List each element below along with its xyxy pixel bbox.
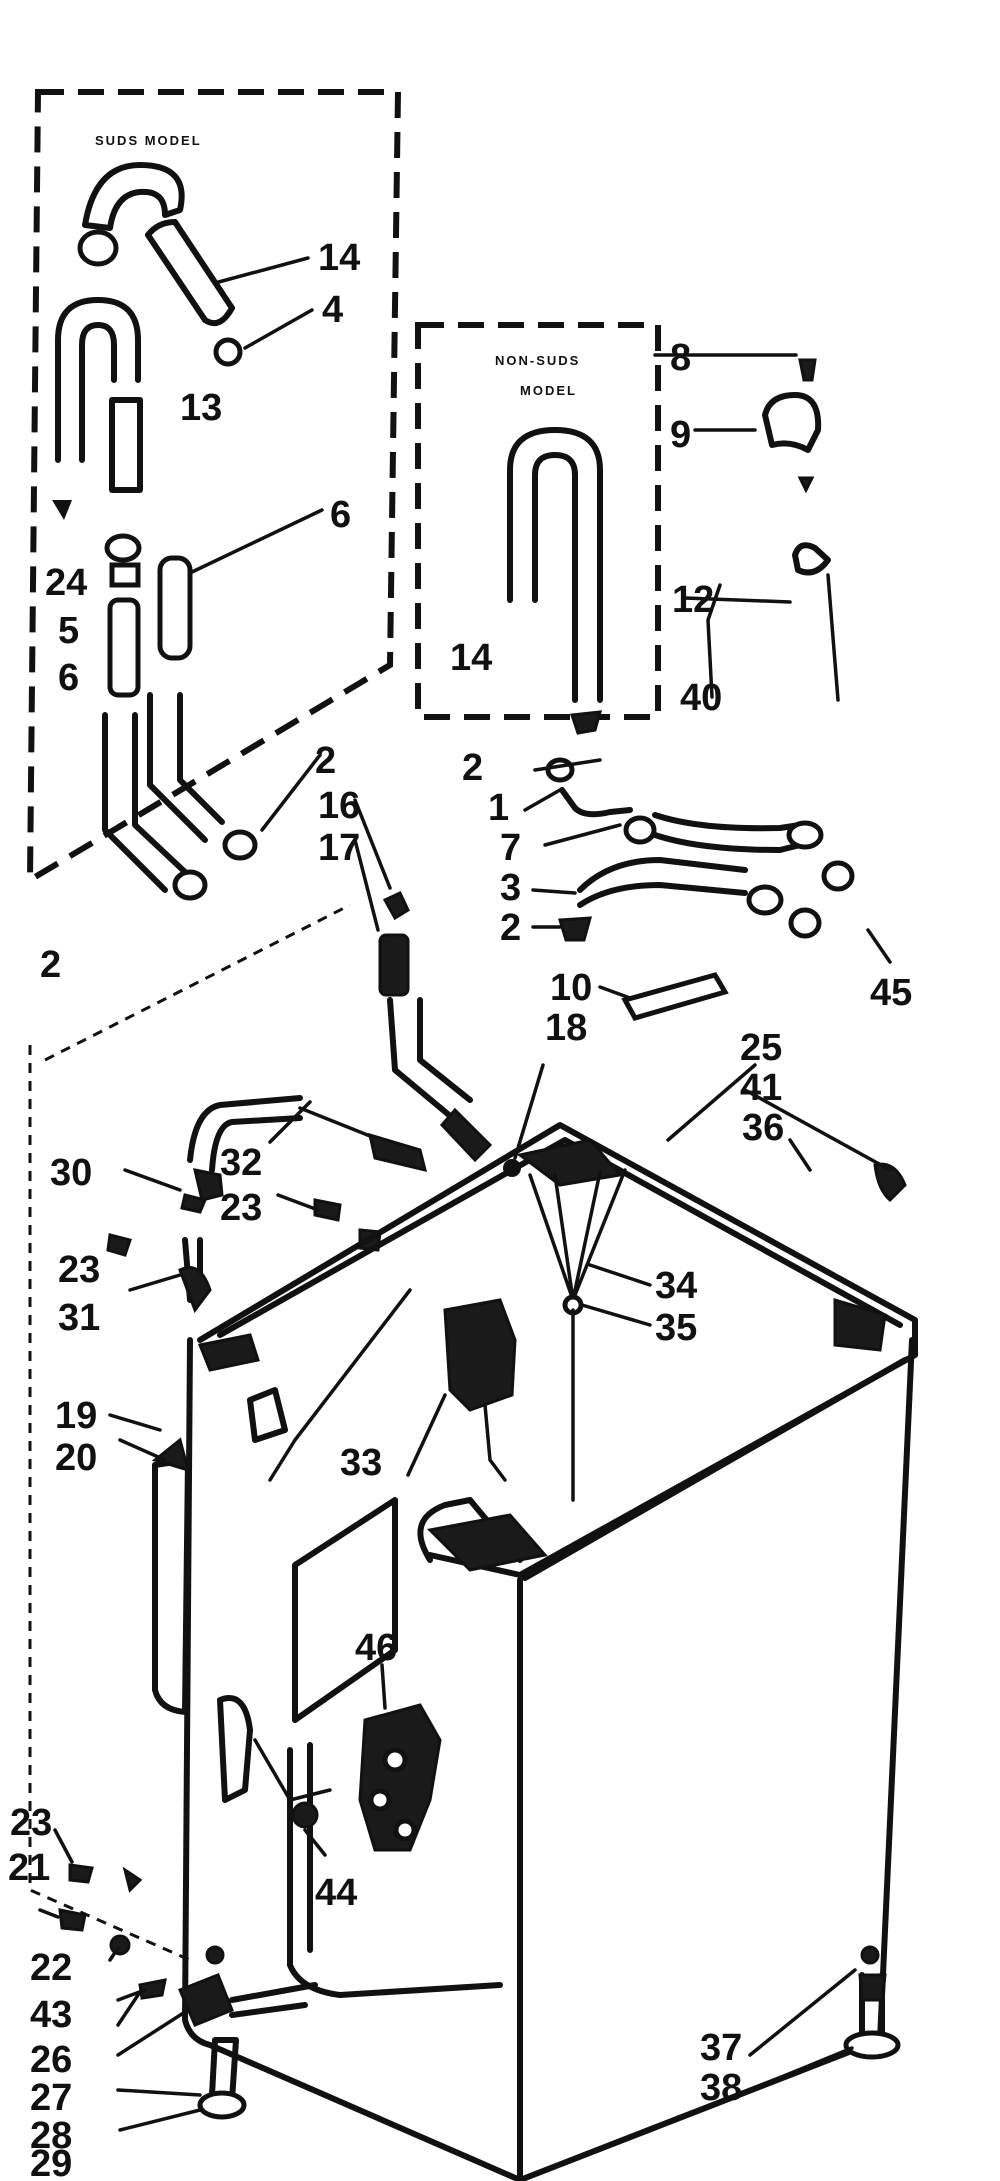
label-2d: 2 bbox=[500, 907, 521, 949]
label-12: 12 bbox=[672, 579, 714, 621]
fill-hose-assembly bbox=[545, 358, 907, 1203]
label-9: 9 bbox=[670, 414, 691, 456]
label-33: 33 bbox=[340, 1442, 382, 1484]
label-24: 24 bbox=[45, 562, 87, 604]
label-25: 25 bbox=[740, 1027, 782, 1069]
label-32: 32 bbox=[220, 1142, 262, 1184]
label-20: 20 bbox=[55, 1437, 97, 1479]
label-35: 35 bbox=[655, 1307, 697, 1349]
label-2b: 2 bbox=[40, 944, 61, 986]
label-6b: 6 bbox=[58, 657, 79, 699]
label-31: 31 bbox=[58, 1297, 100, 1339]
label-19: 19 bbox=[55, 1395, 97, 1437]
label-13: 13 bbox=[180, 387, 222, 429]
non-suds-model-inset: NON-SUDS MODEL bbox=[415, 322, 661, 735]
label-29: 29 bbox=[30, 2143, 72, 2181]
label-21: 21 bbox=[8, 1847, 50, 1889]
label-7: 7 bbox=[500, 827, 521, 869]
drain-hose-assembly bbox=[106, 891, 521, 1314]
label-4: 4 bbox=[322, 289, 343, 331]
label-23b: 23 bbox=[58, 1249, 100, 1291]
label-28: 28 bbox=[30, 2115, 72, 2157]
suds-model-caption: SUDS MODEL bbox=[95, 133, 202, 148]
label-23c: 23 bbox=[10, 1802, 52, 1844]
label-10: 10 bbox=[550, 967, 592, 1009]
part-number-labels: 14 4 13 6 24 5 6 2 16 17 2 8 9 12 14 40 … bbox=[8, 237, 912, 2181]
washer-cabinet bbox=[28, 903, 918, 2181]
label-30: 30 bbox=[50, 1152, 92, 1194]
non-suds-caption-line2: MODEL bbox=[520, 383, 577, 398]
non-suds-caption-line1: NON-SUDS bbox=[495, 353, 580, 368]
label-23a: 23 bbox=[220, 1187, 262, 1229]
label-18: 18 bbox=[545, 1007, 587, 1049]
label-1: 1 bbox=[488, 787, 509, 829]
label-2a: 2 bbox=[315, 740, 336, 782]
label-36: 36 bbox=[742, 1107, 784, 1149]
label-17: 17 bbox=[318, 827, 360, 869]
label-43: 43 bbox=[30, 1994, 72, 2036]
label-16: 16 bbox=[318, 785, 360, 827]
label-5: 5 bbox=[58, 610, 79, 652]
label-38: 38 bbox=[700, 2067, 742, 2109]
label-2c: 2 bbox=[462, 747, 483, 789]
label-26: 26 bbox=[30, 2039, 72, 2081]
label-8: 8 bbox=[670, 337, 691, 379]
suds-model-inset: SUDS MODEL bbox=[26, 89, 402, 901]
label-34: 34 bbox=[655, 1265, 697, 1307]
label-6a: 6 bbox=[330, 494, 351, 536]
leader-lines bbox=[38, 256, 892, 2132]
label-44: 44 bbox=[315, 1872, 357, 1914]
label-45: 45 bbox=[870, 972, 912, 1014]
label-27: 27 bbox=[30, 2077, 72, 2119]
label-46: 46 bbox=[355, 1627, 397, 1669]
label-37: 37 bbox=[700, 2027, 742, 2069]
label-40: 40 bbox=[680, 677, 722, 719]
label-22: 22 bbox=[30, 1947, 72, 1989]
label-3: 3 bbox=[500, 867, 521, 909]
label-14b: 14 bbox=[450, 637, 492, 679]
label-14a: 14 bbox=[318, 237, 360, 279]
label-41: 41 bbox=[740, 1067, 782, 1109]
